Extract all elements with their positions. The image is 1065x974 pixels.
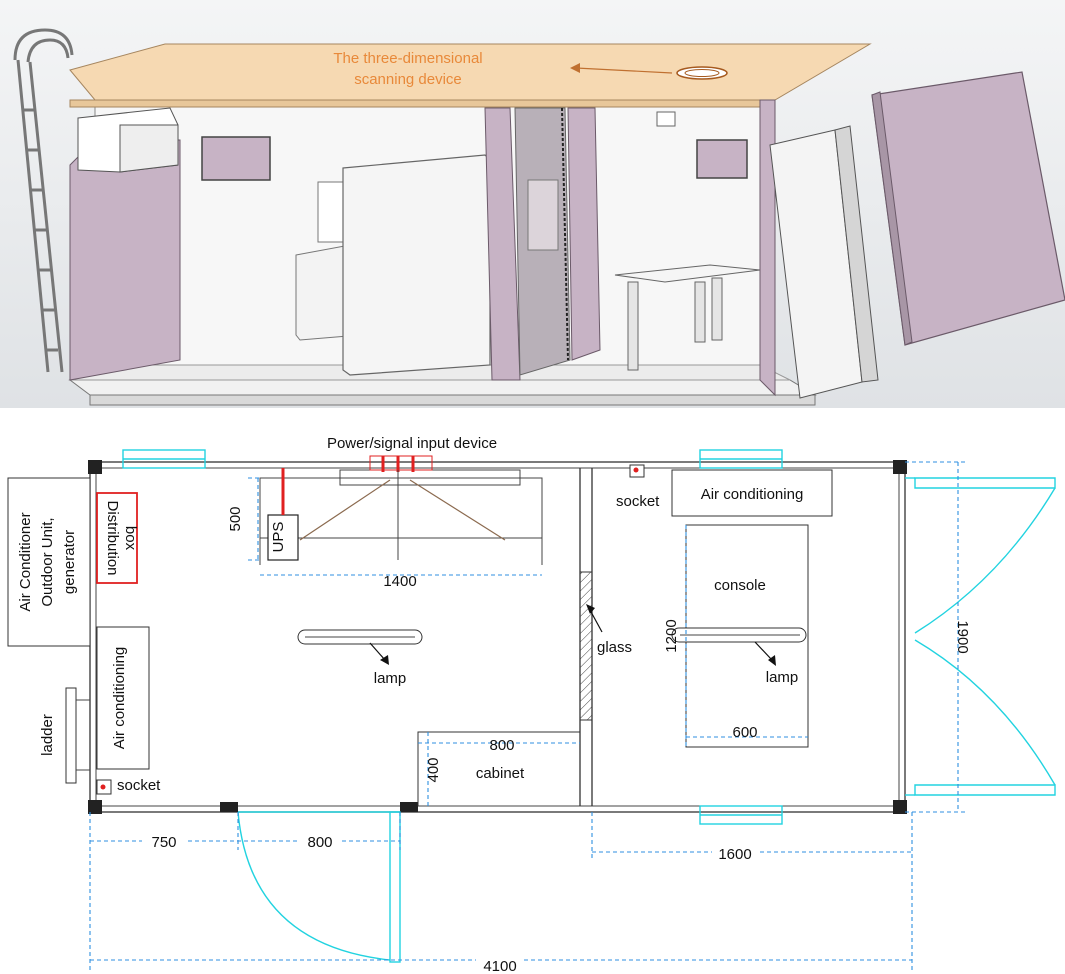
inner-wall xyxy=(95,467,900,807)
partition-left xyxy=(484,107,521,381)
glass-frame xyxy=(527,179,559,251)
ac-unit-face xyxy=(119,124,179,173)
table-leg-1 xyxy=(627,281,639,371)
dim-600: 600 xyxy=(732,724,757,741)
air-conditioning-right-label: Air conditioning xyxy=(701,486,804,503)
right-door-swing-top xyxy=(914,487,1056,634)
dim-1200: 1200 xyxy=(663,619,680,652)
console-label: console xyxy=(714,577,766,594)
roof xyxy=(69,43,872,101)
power-signal-device xyxy=(369,455,433,471)
container-3d-view: The three-dimensional scanning device xyxy=(0,0,1065,408)
scanner-label-line2: scanning device xyxy=(354,71,462,88)
floor-edge xyxy=(89,394,816,406)
dim-800-door: 800 xyxy=(307,834,332,851)
window-left xyxy=(201,136,271,181)
dim-800-cabinet: 800 xyxy=(489,737,514,754)
cabinet-3d xyxy=(342,154,491,376)
dim-1600: 1600 xyxy=(718,846,751,863)
door-post-right xyxy=(400,802,418,812)
socket-right-label: socket xyxy=(616,493,660,510)
glass-partition xyxy=(579,571,593,721)
air-conditioning-left xyxy=(96,626,150,770)
outer-door-edge xyxy=(871,91,913,346)
lamp-right-label: lamp xyxy=(766,669,799,686)
distribution-box-line2: box xyxy=(122,526,139,551)
distribution-box-line1: Distribution xyxy=(104,500,121,575)
floor-plan: Power/signal input device UPS Distributi… xyxy=(7,435,1056,974)
air-conditioning-right xyxy=(671,469,833,517)
floor-slab xyxy=(68,379,817,396)
ups-box xyxy=(267,514,299,561)
corner-post-br xyxy=(893,800,907,814)
corner-post-tl xyxy=(88,460,102,474)
dim-1400: 1400 xyxy=(383,573,416,590)
lamp-left-label: lamp xyxy=(374,670,407,687)
table-leg-3 xyxy=(711,277,723,341)
scanner-arrow-line xyxy=(575,67,673,74)
ladder-rungs xyxy=(23,108,58,352)
ladder-plan xyxy=(65,687,77,784)
dim-750: 750 xyxy=(151,834,176,851)
cable-2 xyxy=(409,479,506,541)
right-door-leaf-bottom xyxy=(914,784,1056,796)
cable-1 xyxy=(299,479,391,541)
corner-post-tr xyxy=(893,460,907,474)
socket-left-label: socket xyxy=(117,777,161,794)
dim-400: 400 xyxy=(425,757,442,782)
ups-label: UPS xyxy=(270,522,287,553)
cabinet-outline xyxy=(417,731,580,806)
inner-door-edge xyxy=(834,125,879,383)
ladder-hook-right xyxy=(26,38,70,63)
ladder-rail-left xyxy=(16,59,50,373)
ac-outdoor-line2: Outdoor Unit, xyxy=(39,517,56,606)
dim-500: 500 xyxy=(227,506,244,531)
entry-door-leaf xyxy=(389,811,401,963)
left-end-wall xyxy=(69,139,181,381)
ac-outdoor-line3: generator xyxy=(61,530,78,594)
scanner-port xyxy=(676,66,728,80)
ladder-label: ladder xyxy=(39,714,56,756)
table-leg-2 xyxy=(694,281,706,343)
entry-door-swing xyxy=(237,811,391,961)
partition-right xyxy=(567,107,601,361)
right-door-swing-bottom xyxy=(914,639,1056,786)
dim-4100: 4100 xyxy=(483,958,516,974)
wall-box xyxy=(656,111,676,127)
ladder-rail-right xyxy=(28,61,64,373)
roof-edge xyxy=(69,99,776,108)
ac-outdoor-unit xyxy=(7,477,91,647)
ac-outdoor-line1: Air Conditioner xyxy=(17,512,34,611)
air-conditioning-left-label: Air conditioning xyxy=(111,647,128,750)
glass-edge xyxy=(561,107,569,361)
scanner-label-line1: The three-dimensional xyxy=(333,50,482,67)
glass-label: glass xyxy=(597,639,632,656)
right-door-leaf-top xyxy=(914,477,1056,489)
door-post-left xyxy=(220,802,238,812)
power-input-label: Power/signal input device xyxy=(327,435,497,452)
dim-1900: 1900 xyxy=(954,620,971,653)
distribution-box xyxy=(96,492,138,584)
right-end-post xyxy=(759,99,776,397)
scanner-port-inner xyxy=(684,69,720,77)
ladder-hook-left xyxy=(13,28,74,61)
scanner-arrow-head xyxy=(570,63,580,73)
cabinet-label: cabinet xyxy=(476,765,525,782)
window-right xyxy=(696,139,748,179)
corner-post-bl xyxy=(88,800,102,814)
rack-outline xyxy=(259,477,543,539)
